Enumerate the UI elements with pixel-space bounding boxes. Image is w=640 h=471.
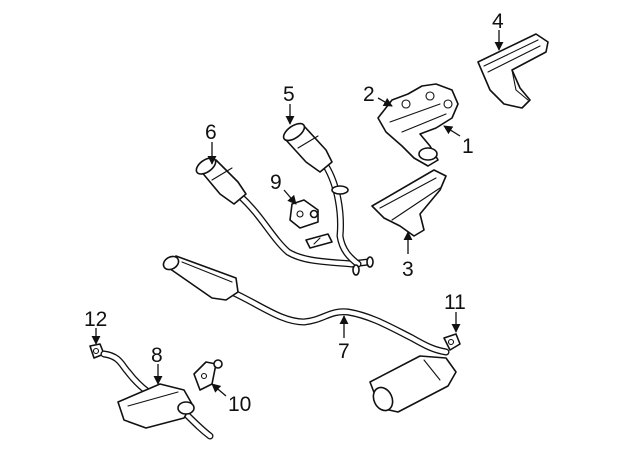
exhaust-manifold-part-1	[377, 83, 459, 167]
callout-8: 8	[151, 344, 163, 367]
catalytic-converter-part-6	[195, 157, 247, 205]
leader-lines	[91, 30, 504, 397]
callout-labels: 1 2 3 4 5 6 7 8 9 10 11 12	[84, 10, 504, 416]
bracket-part-10	[193, 359, 223, 391]
leader-2	[377, 97, 393, 107]
callout-3: 3	[402, 258, 414, 281]
rear-muffler	[369, 355, 457, 413]
y-pipe-bracket	[305, 233, 333, 249]
callout-1: 1	[462, 135, 474, 158]
front-y-pipe	[236, 162, 374, 276]
callout-11: 11	[444, 291, 466, 314]
callout-4: 4	[492, 10, 504, 33]
callout-5: 5	[283, 83, 295, 106]
catalytic-converter-part-5	[282, 122, 333, 173]
hanger-bracket-part-9	[289, 199, 319, 229]
callout-9: 9	[270, 171, 282, 194]
callout-12: 12	[84, 308, 107, 331]
leader-9	[283, 189, 297, 205]
leader-10	[211, 383, 227, 397]
heat-shield-part-4	[477, 33, 549, 109]
lower-heat-shield-part-3	[371, 169, 447, 237]
callout-7: 7	[338, 340, 350, 363]
leader-1	[443, 125, 461, 137]
callout-6: 6	[205, 121, 217, 144]
muffler-part-8	[100, 350, 214, 440]
intermediate-pipe-part-7	[162, 255, 450, 356]
callout-2: 2	[363, 83, 375, 106]
callout-10: 10	[228, 393, 251, 416]
hanger-part-11	[443, 333, 461, 351]
